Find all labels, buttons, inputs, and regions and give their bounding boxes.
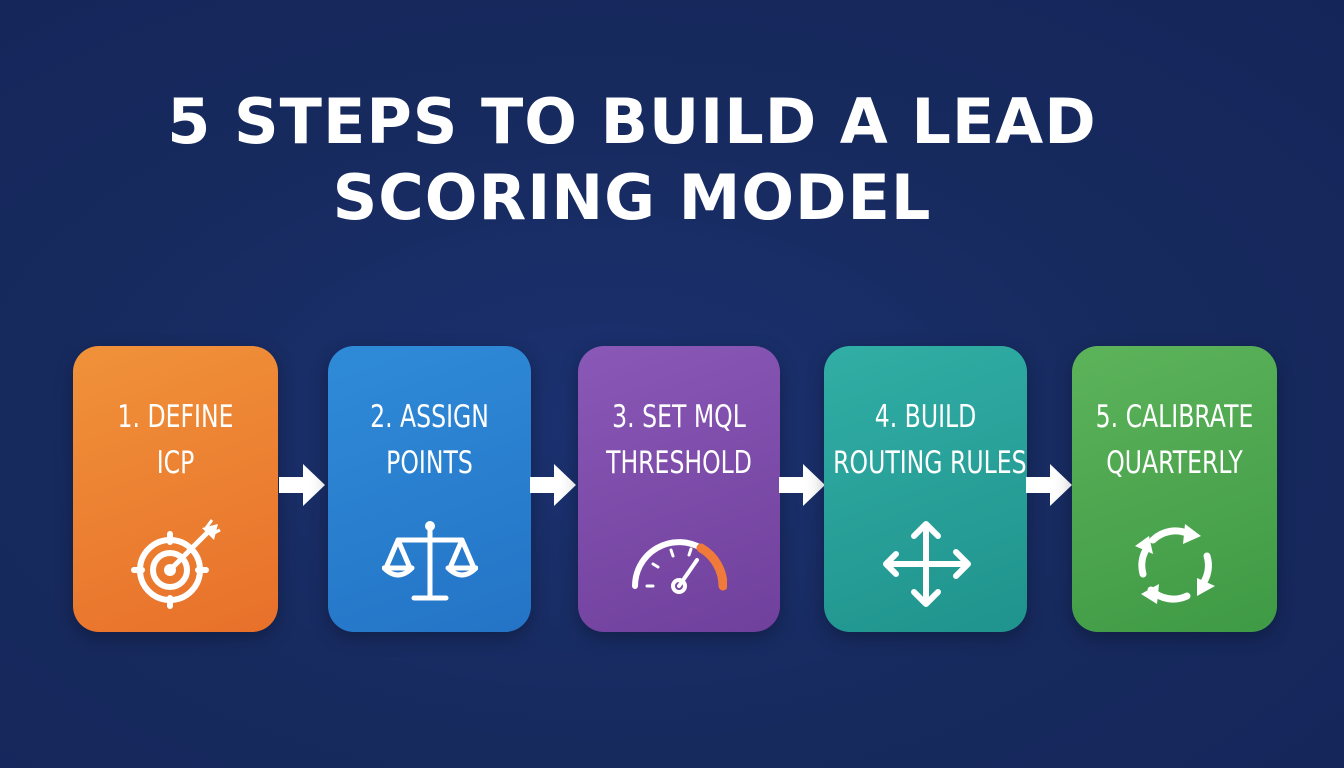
step-label-line-1: 4. BUILD	[874, 399, 977, 435]
target-arrow-icon	[130, 519, 221, 609]
arrow-right-icon	[1026, 464, 1072, 506]
step-label-line-2: ICP	[156, 445, 195, 481]
scales-icon	[381, 521, 478, 601]
refresh-cycle-icon	[1134, 524, 1215, 604]
step-card-define-icp: 1. DEFINE ICP	[73, 346, 278, 632]
title-line-1: 5 STEPS TO BUILD A LEAD	[167, 85, 1097, 158]
title-line-2: SCORING MODEL	[332, 161, 932, 234]
step-label: 4. BUILD ROUTING RULES	[833, 394, 1027, 486]
step-card-build-routing-rules: 4. BUILD ROUTING RULES	[824, 346, 1027, 632]
step-card-assign-points: 2. ASSIGN POINTS	[328, 346, 531, 632]
step-label-line-2: QUARTERLY	[1106, 445, 1243, 481]
step-label-line-1: 3. SET MQL	[612, 399, 746, 435]
arrow-right-icon	[279, 464, 325, 506]
step-label-line-1: 2. ASSIGN	[370, 399, 489, 435]
split-arrows-icon	[882, 521, 971, 607]
page-title: 5 STEPS TO BUILD A LEAD SCORING MODEL	[0, 84, 1264, 236]
step-label: 5. CALIBRATE QUARTERLY	[1081, 394, 1267, 486]
step-label: 1. DEFINE ICP	[82, 394, 268, 486]
arrow-right-icon	[779, 464, 825, 506]
step-label-line-1: 5. CALIBRATE	[1095, 399, 1254, 435]
arrow-right-icon	[530, 464, 576, 506]
step-label: 2. ASSIGN POINTS	[337, 394, 522, 486]
step-label: 3. SET MQL THRESHOLD	[587, 394, 771, 486]
step-label-line-1: 1. DEFINE	[117, 399, 234, 435]
step-label-line-2: THRESHOLD	[606, 445, 752, 481]
step-label-line-2: ROUTING RULES	[833, 445, 1027, 481]
step-card-calibrate-quarterly: 5. CALIBRATE QUARTERLY	[1072, 346, 1277, 632]
gauge-icon	[632, 539, 727, 594]
step-label-line-2: POINTS	[386, 445, 473, 481]
step-card-set-mql-threshold: 3. SET MQL THRESHOLD	[578, 346, 780, 632]
